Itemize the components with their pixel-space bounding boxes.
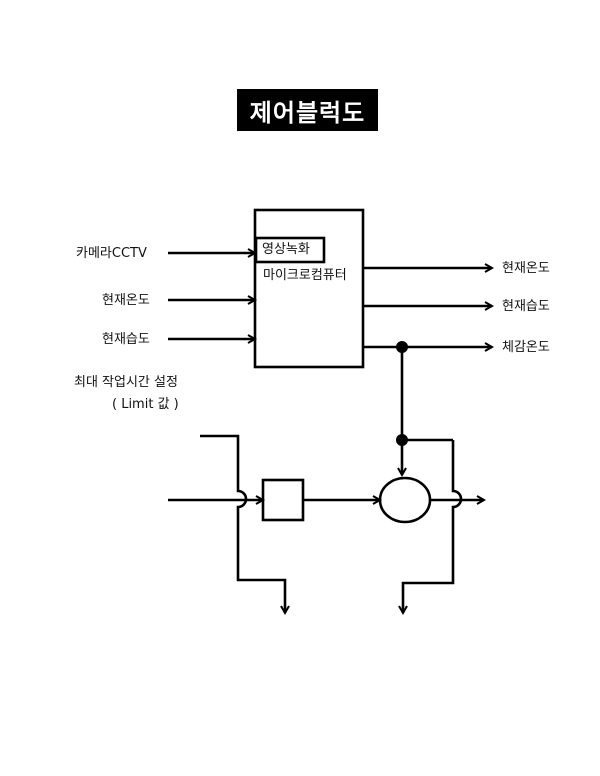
- branch-right-down: [403, 440, 463, 613]
- compare-circle: [378, 476, 432, 524]
- junction-dot-bottom: [396, 434, 408, 446]
- input-humidity-label: 현재습도: [102, 332, 150, 347]
- diagram-title: 제어블럭도: [237, 89, 378, 131]
- output-humidity-label: 현재습도: [502, 299, 550, 314]
- microcomputer-block: [253, 208, 365, 369]
- left-loop: [200, 434, 285, 613]
- junction-dot-top: [396, 341, 408, 353]
- limit-block: [261, 478, 305, 522]
- output-temperature-label: 현재온도: [502, 261, 550, 276]
- input-camera-label: 카메라CCTV: [76, 246, 147, 261]
- output-feel-temperature-label: 체감온도: [502, 340, 550, 355]
- video-recording-label: 영상녹화: [262, 242, 310, 257]
- input-temperature-label: 현재온도: [102, 293, 150, 308]
- setting-label-line1: 최대 작업시간 설정: [74, 375, 178, 390]
- microcomputer-label: 마이크로컴퓨터: [263, 268, 347, 283]
- setting-label-line2: ( Limit 값 ): [112, 397, 179, 412]
